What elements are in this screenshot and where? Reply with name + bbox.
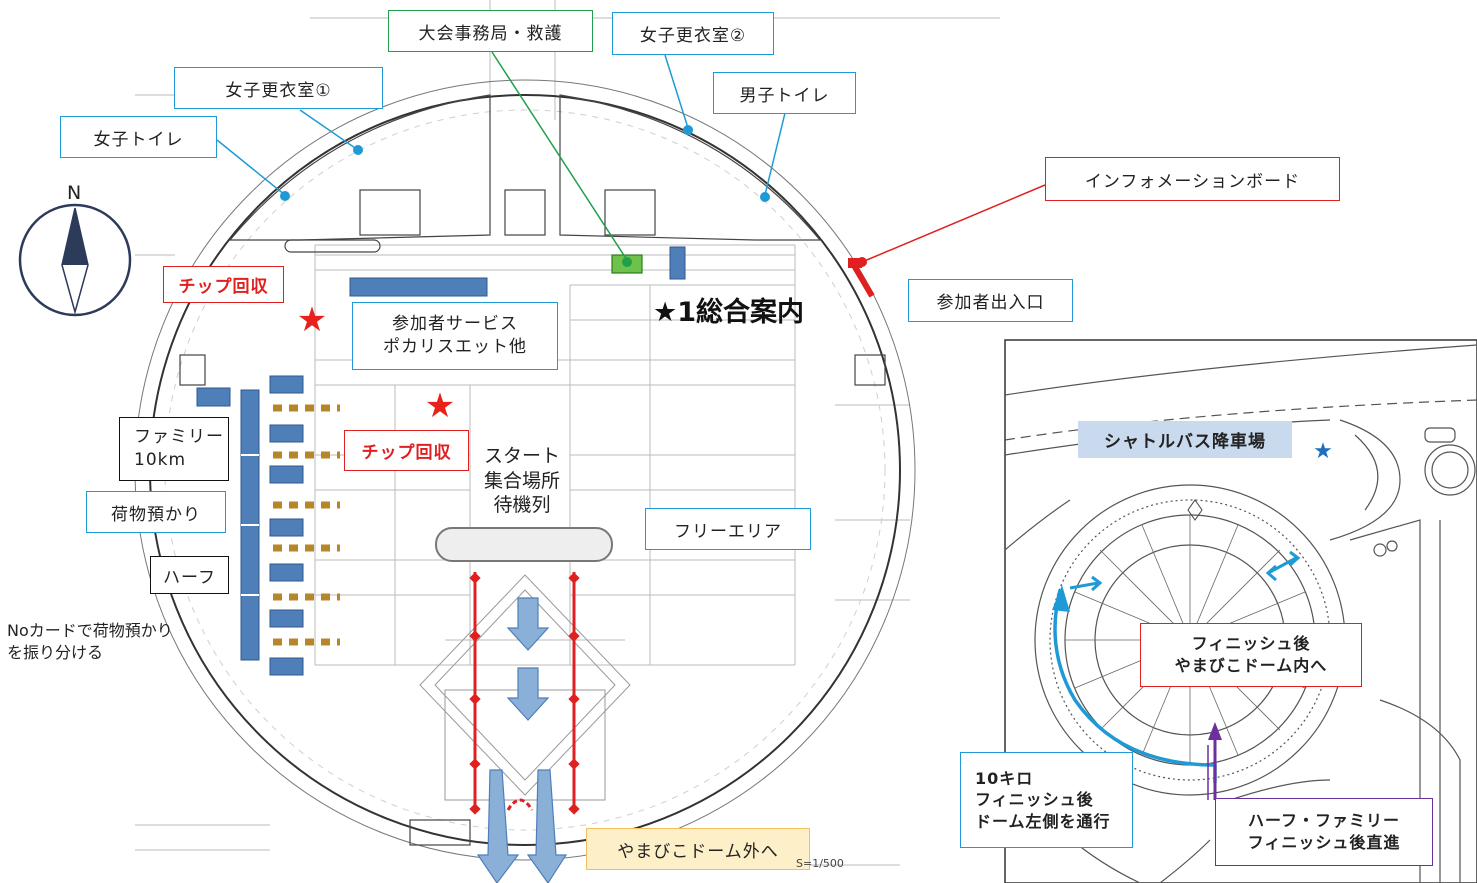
ten-km-line2: フィニッシュ後 xyxy=(975,790,1094,810)
hq-dot xyxy=(622,257,632,267)
shuttle-label: シャトルバス降車場 xyxy=(1078,421,1292,458)
dome-rooms xyxy=(179,94,886,846)
participant-service-label: 参加者サービス ポカリスエット他 xyxy=(352,302,558,370)
scale-label: S=1/500 xyxy=(796,857,844,870)
flow-arrows xyxy=(476,597,568,883)
finish-inside-line2: やまびこドーム内へ xyxy=(1174,656,1328,675)
baggage-label: 荷物預かり xyxy=(86,491,226,533)
callout-dots xyxy=(280,125,770,202)
ten-km-label: 10キロ フィニッシュ後 ドーム左側を通行 xyxy=(960,752,1133,848)
svg-text:★: ★ xyxy=(1313,439,1333,464)
hq-label: 大会事務局・救護 xyxy=(388,10,593,52)
half-family-line1: ハーフ・ファミリー xyxy=(1247,811,1401,831)
start-label: スタート 集合場所 待機列 xyxy=(478,444,567,519)
participant-service-line1: 参加者サービス xyxy=(392,314,518,335)
exit-dome-label: やまびこドーム外へ xyxy=(586,828,810,870)
callout-lines xyxy=(216,51,1046,263)
lane-rope-knots xyxy=(469,572,580,815)
men-toilet-label: 男子トイレ xyxy=(713,72,856,114)
women-changing-2-label: 女子更衣室② xyxy=(612,12,774,55)
finish-inside-line1: フィニッシュ後 xyxy=(1191,634,1311,654)
general-info-label: ★1総合案内 xyxy=(653,297,804,328)
entrance-label: 参加者出入口 xyxy=(908,279,1073,322)
ten-km-line1: 10キロ xyxy=(975,768,1034,788)
lane-ropes xyxy=(473,572,576,812)
women-toilet-label: 女子トイレ xyxy=(60,116,217,158)
chip-star-1: ★ xyxy=(297,300,327,340)
exit-gate xyxy=(506,798,534,811)
half-family-line2: フィニッシュ後直進 xyxy=(1247,833,1401,852)
ten-km-line3: ドーム左側を通行 xyxy=(975,811,1111,831)
half-family-label: ハーフ・ファミリー フィニッシュ後直進 xyxy=(1215,798,1433,866)
chip-collect-label-2: チップ回収 xyxy=(344,430,469,471)
entrance-marker xyxy=(848,258,875,298)
free-area-label: フリーエリア xyxy=(645,508,811,550)
booth-dividers xyxy=(241,454,259,596)
start-oval xyxy=(435,527,613,562)
north-label: N xyxy=(67,182,82,204)
baggage-note: Noカードで荷物預かり を振り分ける xyxy=(7,620,173,665)
family-line1: ファミリー xyxy=(134,427,224,448)
participant-service-line2: ポカリスエット他 xyxy=(383,337,527,357)
start-line3: 待機列 xyxy=(493,494,551,517)
family-10km-label: ファミリー 10km xyxy=(119,417,229,481)
info-board-label: インフォメーションボード xyxy=(1045,157,1340,201)
women-changing-1-label: 女子更衣室① xyxy=(174,67,383,109)
finish-inside-label: フィニッシュ後 やまびこドーム内へ xyxy=(1140,623,1362,687)
baggage-note-line1: Noカードで荷物預かり xyxy=(7,621,173,640)
chip-star-2: ★ xyxy=(425,386,455,426)
start-line2: 集合場所 xyxy=(484,469,561,492)
chip-collect-label-1: チップ回収 xyxy=(163,266,284,303)
route-10km xyxy=(1053,589,1217,783)
table-rows xyxy=(273,404,340,646)
half-label: ハーフ xyxy=(150,556,229,594)
compass-icon xyxy=(18,203,132,317)
info-dot xyxy=(857,257,867,267)
family-line2: 10km xyxy=(134,450,187,470)
baggage-note-line2: を振り分ける xyxy=(7,643,104,663)
start-line1: スタート xyxy=(484,445,561,467)
